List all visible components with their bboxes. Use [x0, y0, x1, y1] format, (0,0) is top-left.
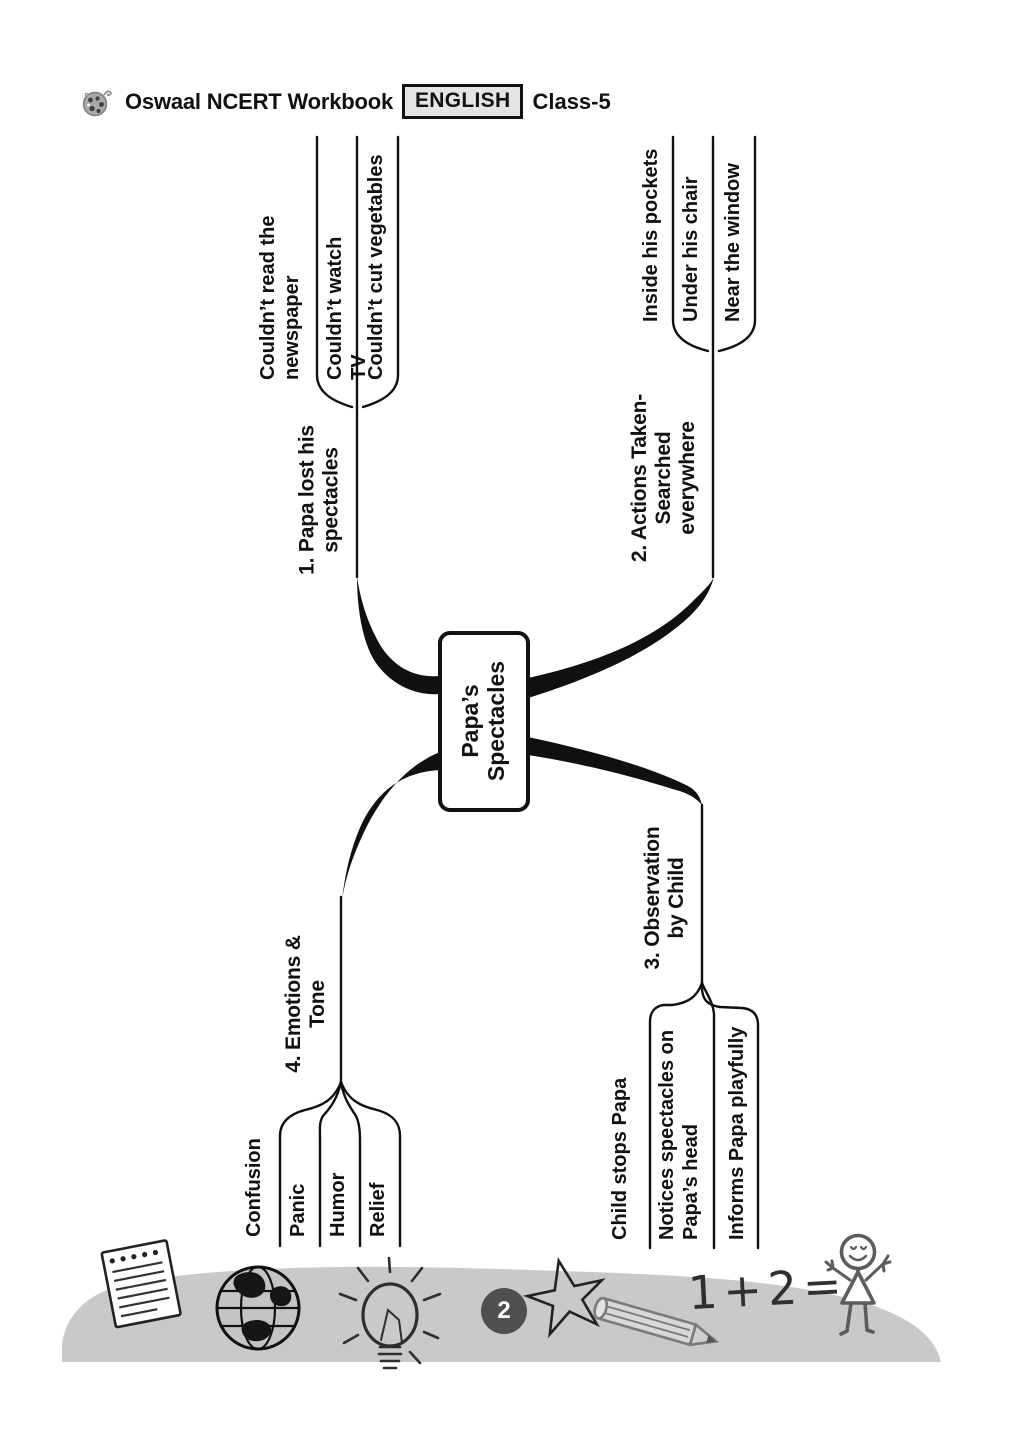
page-number-badge: 2 — [481, 1288, 527, 1334]
lightbulb-doodle-icon — [338, 1256, 442, 1370]
branch3-taper — [528, 737, 702, 805]
subject-badge: ENGLISH — [402, 84, 524, 119]
star-doodle-icon — [522, 1256, 606, 1339]
branch2-bracket-left — [671, 135, 710, 353]
notebook-doodle-icon — [100, 1239, 182, 1329]
branch3-fork-left — [648, 981, 704, 1250]
ladybug-logo-icon — [82, 90, 112, 116]
central-node-box — [438, 631, 530, 812]
branch4-taper — [342, 752, 440, 900]
branch1-taper — [357, 577, 440, 695]
branch3-fork-mid — [700, 981, 716, 1250]
branch4-fork-4 — [339, 1080, 402, 1248]
branch2-bracket-right — [717, 135, 757, 353]
page-header: Oswaal NCERT Workbook ENGLISH Class-5 — [80, 84, 611, 119]
stick-figure-doodle-icon — [824, 1233, 892, 1336]
mindmap-connectors — [278, 135, 760, 1250]
branch1-bracket-left — [315, 135, 354, 409]
mindmap-thick-branches — [342, 577, 714, 900]
branch4-fork-3 — [339, 1080, 362, 1248]
class-label: Class-5 — [532, 88, 611, 114]
branch4-fork-1 — [278, 1080, 343, 1248]
branch4-fork-2 — [318, 1080, 343, 1248]
globe-doodle-icon — [215, 1265, 301, 1351]
branch3-fork-right — [700, 981, 760, 1250]
brand-title: Oswaal NCERT Workbook — [125, 88, 393, 114]
pencil-doodle-icon — [593, 1296, 720, 1347]
equation-doodle: 1+2= — [686, 1257, 849, 1321]
branch1-bracket-right — [361, 135, 400, 409]
branch2-taper — [528, 577, 714, 698]
